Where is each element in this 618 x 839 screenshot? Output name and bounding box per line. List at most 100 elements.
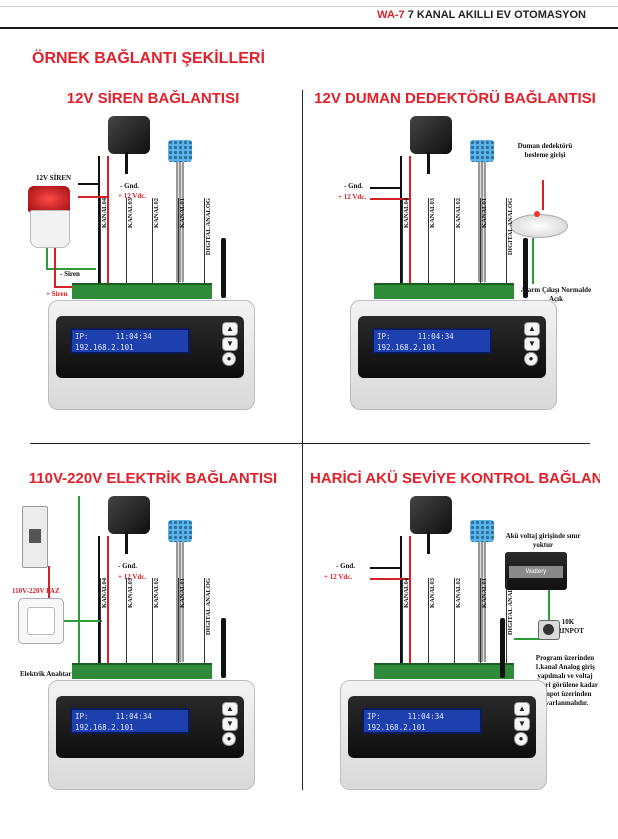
antenna [221,618,226,678]
channel-1-label: KANAL01 [481,578,488,608]
channel-1: KANAL01 [480,578,493,663]
down-button[interactable]: ▼ [514,717,530,731]
panel-title: HARİCİ AKÜ SEVİYE KONTROL BAĞLANTISI [310,470,600,487]
channel-digital-analog-label: DIGITAL ANALOG [507,198,514,256]
up-button[interactable]: ▲ [222,702,238,716]
channel-3-label: KANAL03 [429,578,436,608]
power-adapter [108,116,150,154]
channel-1: KANAL01 [480,198,493,283]
ok-button[interactable]: ● [524,352,538,366]
lcd-line-1: IP: 11:04:34 [75,332,152,341]
channel-2-label: KANAL02 [455,578,462,608]
ok-button[interactable]: ● [222,732,236,746]
power-adapter [108,496,150,534]
down-button[interactable]: ▼ [222,337,238,351]
lcd-display: IP: 11:04:34 192.168.2.101 [362,708,482,734]
temperature-sensor [168,520,192,542]
battery-note: Akü voltaj girişinde sınır yoktur [505,532,581,549]
lcd-line-2: 192.168.2.101 [377,343,436,352]
lcd-line-2: 192.168.2.101 [367,723,426,732]
header-bottom-rule [0,27,618,29]
lcd-line-1: IP: 11:04:34 [377,332,454,341]
smoke-supply-note: Duman dedektörü besleme girişi [517,142,573,159]
up-button[interactable]: ▲ [524,322,540,336]
channel-4-label: KANAL04 [403,578,410,608]
channel-3: KANAL03 [126,198,139,283]
trimpot-label: 10K TRINPOT [552,618,584,635]
lcd-line-1: IP: 11:04:34 [75,712,152,721]
terminal-block [374,283,514,299]
gnd-wire [98,536,100,666]
channel-1-label: KANAL01 [179,578,186,608]
channel-2-label: KANAL02 [153,198,160,228]
up-button[interactable]: ▲ [222,322,238,336]
sensor-ribbon-cable [478,162,486,282]
header-top-rule [0,6,618,7]
trimpot-knob [543,624,554,635]
channel-digital-analog-label: DIGITAL ANALOG [507,578,514,636]
up-button[interactable]: ▲ [514,702,530,716]
channel-4: KANAL04 [402,198,415,283]
battery: Wattery [505,552,567,590]
channel-digital-analog: DIGITAL ANALOG [204,198,225,283]
channel-2-label: KANAL02 [455,198,462,228]
gnd-label: - Gnd. [120,182,140,190]
terminal-block [72,663,212,679]
channel-2: KANAL02 [454,578,467,663]
siren-wire-plus [54,246,56,288]
channel-1: KANAL01 [178,578,191,663]
antenna [221,238,226,298]
divider-vertical [302,90,303,790]
panel-smoke-detector: 12V DUMAN DEDEKTÖRÜ BAĞLANTISI - Gnd. + … [310,90,600,430]
gnd-wire-h [370,567,402,569]
gnd-label: - Gnd. [118,562,138,570]
ok-button[interactable]: ● [514,732,528,746]
vdc-wire [409,156,411,286]
terminal-block [72,283,212,299]
panel-title: 12V DUMAN DEDEKTÖRÜ BAĞLANTISI [314,90,596,107]
wall-switch-rocker [27,607,55,635]
down-button[interactable]: ▼ [524,337,540,351]
adapter-cable [125,532,128,554]
ok-button[interactable]: ● [222,352,236,366]
lcd-line-2: 192.168.2.101 [75,723,134,732]
gnd-wire [98,156,100,286]
vdc-label: + 12 Vdc. [118,192,147,200]
channel-digital-analog-label: DIGITAL ANALOG [205,198,212,256]
smoke-detector-led [534,211,540,217]
channel-3: KANAL03 [428,578,441,663]
channel-1: KANAL01 [178,198,191,283]
siren-label: 12V SİREN [36,174,72,182]
antenna [523,238,528,298]
channel-4: KANAL04 [402,578,415,663]
vdc-wire-h [370,198,411,200]
breaker-switch [29,529,41,543]
siren-light [28,186,70,212]
channel-2: KANAL02 [454,198,467,283]
vdc-label: + 12 Vdc. [118,573,147,581]
vdc-wire-h [370,578,411,580]
phase-wire [78,496,80,666]
sensor-ribbon-cable [176,542,184,662]
channel-4-label: KANAL04 [101,198,108,228]
smoke-detector-body [510,214,568,238]
faz-label: 110V-220V FAZ [12,587,60,595]
vdc-label: + 12 Vdc. [324,573,353,581]
switch-label: Elektrik Anahtarı [20,670,74,678]
down-button[interactable]: ▼ [222,717,238,731]
channel-3: KANAL03 [126,578,139,663]
channel-4-label: KANAL04 [101,578,108,608]
gnd-wire-h [78,183,100,185]
adapter-cable [427,152,430,174]
channel-3-label: KANAL03 [127,578,134,608]
wall-switch [18,598,64,644]
divider-horizontal [30,443,590,444]
channel-2-label: KANAL02 [153,578,160,608]
gnd-label: - Gnd. [344,182,364,190]
vdc-label: + 12 Vdc. [338,193,367,201]
siren-wire-minus [46,246,48,270]
siren-device [28,186,70,248]
channel-4: KANAL04 [100,198,113,283]
lcd-display: IP: 11:04:34 192.168.2.101 [70,328,190,354]
lcd-display: IP: 11:04:34 192.168.2.101 [70,708,190,734]
